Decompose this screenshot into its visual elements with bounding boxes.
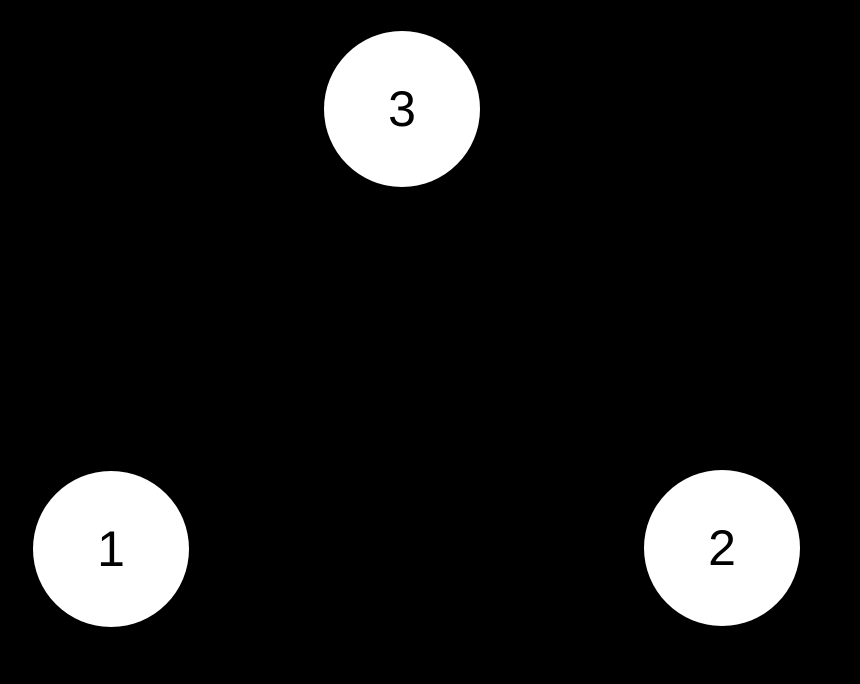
graph-node-2[interactable]: 2 — [644, 470, 800, 626]
graph-node-label: 1 — [97, 521, 125, 577]
graph-node-label: 3 — [388, 81, 416, 137]
graph-node-1[interactable]: 1 — [33, 471, 189, 627]
graph-node-3[interactable]: 3 — [324, 31, 480, 187]
graph-node-label: 2 — [708, 520, 736, 576]
